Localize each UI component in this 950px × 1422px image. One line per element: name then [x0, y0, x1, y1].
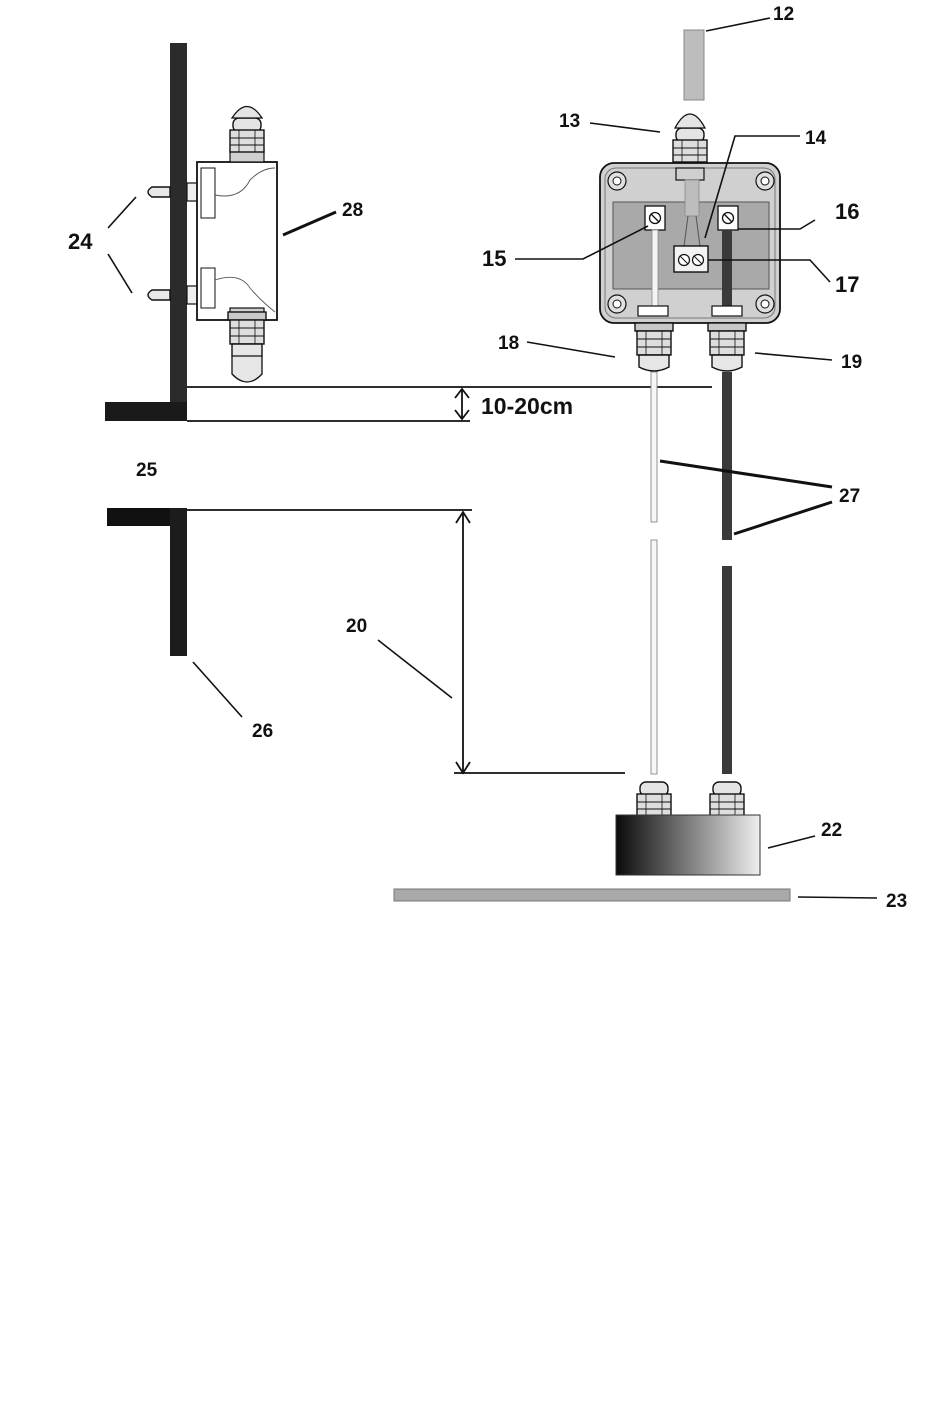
callout-20: 20: [346, 616, 367, 637]
ground-plate: [394, 889, 790, 901]
callout-12: 12: [773, 4, 794, 25]
leader-28: [283, 212, 336, 235]
gland-left-18: [635, 323, 673, 371]
supply-cable: [684, 30, 704, 100]
callout-14: 14: [805, 128, 827, 149]
leader-20: [378, 640, 452, 698]
sensor-gland-left: [637, 782, 671, 816]
side-gland-top-cap: [232, 107, 262, 119]
side-gland-bottom: [228, 312, 266, 360]
side-gland-bottom-cap: [232, 356, 262, 382]
bracket-vertical: [170, 508, 187, 656]
sensor-block: [616, 815, 760, 875]
leader-26: [193, 662, 242, 717]
callout-19: 19: [841, 352, 862, 373]
callout-13: 13: [559, 111, 580, 132]
callout-17: 17: [835, 272, 859, 297]
junction-box: [600, 163, 780, 323]
callout-28: 28: [342, 200, 363, 221]
callout-22: 22: [821, 820, 842, 841]
leader-27a: [660, 461, 832, 487]
callout-18: 18: [498, 333, 519, 354]
callout-27: 27: [839, 486, 860, 507]
gland-right-19: [708, 323, 746, 371]
leader-22: [768, 836, 815, 848]
leader-23: [798, 897, 877, 898]
callout-16: 16: [835, 199, 859, 224]
leader-18: [527, 342, 615, 357]
leader-24a: [108, 197, 136, 228]
callout-25: 25: [136, 460, 158, 481]
callout-26: 26: [252, 721, 273, 742]
dimension-height: [454, 512, 625, 773]
wall: [170, 43, 187, 421]
leader-24b: [108, 254, 132, 293]
cables: [651, 372, 732, 774]
callout-24: 24: [68, 229, 93, 254]
leader-27b: [734, 502, 832, 534]
sensor-gland-right: [710, 782, 744, 816]
side-gland-top: [230, 118, 264, 152]
top-cable-gland: [673, 128, 707, 162]
dimension-gap: [455, 389, 469, 419]
top-cable-gland-cap: [675, 114, 705, 128]
leader-19: [755, 353, 832, 360]
floor-plate: [105, 402, 187, 421]
leader-13: [590, 123, 660, 132]
callout-15: 15: [482, 246, 506, 271]
callout-23: 23: [886, 891, 907, 912]
side-device: [197, 150, 277, 320]
dimension-gap-label: 10-20cm: [481, 393, 573, 419]
leader-12: [706, 18, 770, 31]
